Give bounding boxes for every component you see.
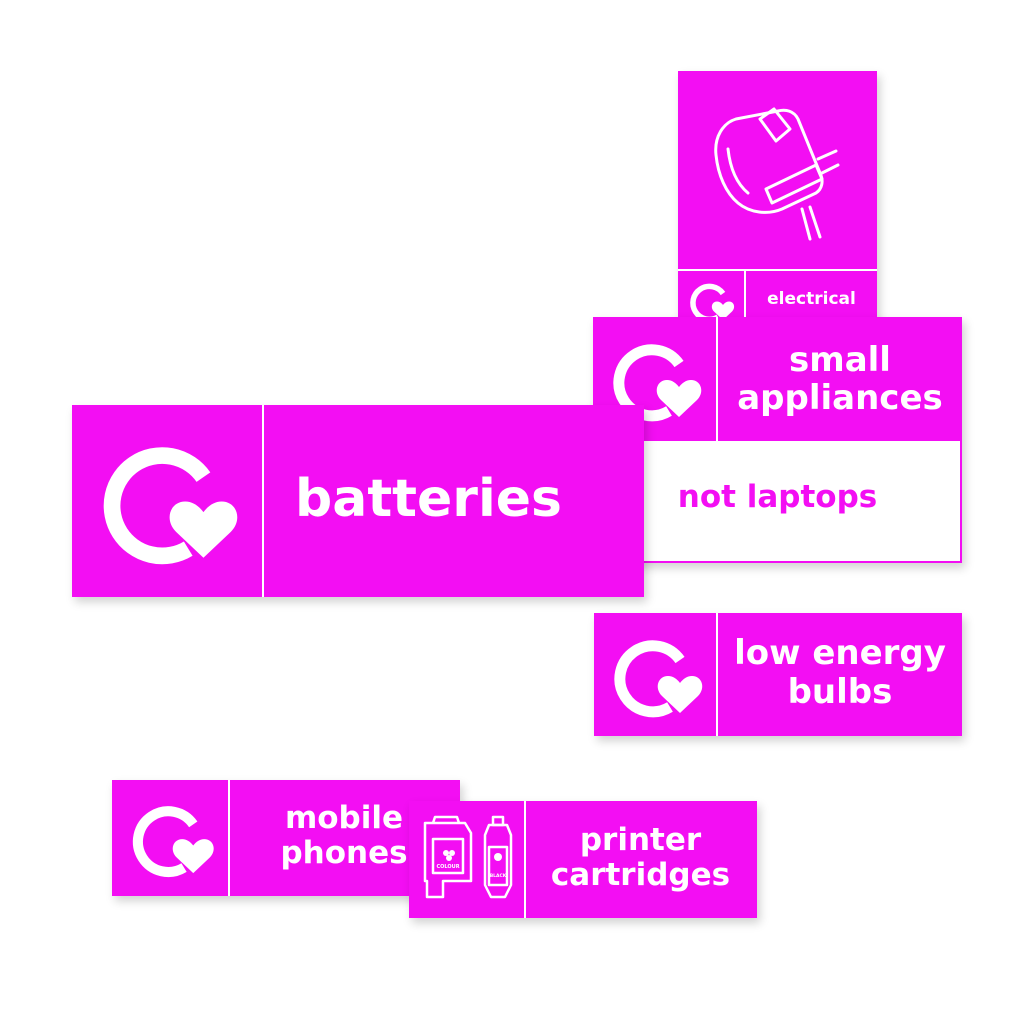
sign-label: low energy bulbs [734, 633, 946, 712]
printer-cartridge-icon: COLOUR BLACK [423, 815, 513, 899]
recycle-loop-heart-icon [94, 427, 246, 579]
cartridge-black-tag: BLACK [490, 873, 507, 879]
low-energy-bulbs-sign: low energy bulbs [594, 613, 962, 736]
phones-recycle-panel [112, 780, 228, 896]
mobile-phones-sign: mobile phones [112, 780, 460, 896]
batteries-text-panel: batteries [262, 405, 593, 597]
bulbs-recycle-panel [594, 613, 716, 736]
batteries-sign: batteries [72, 405, 644, 597]
cartridges-text-panel: printer cartridges [524, 801, 757, 918]
cartridge-colour-tag: COLOUR [436, 864, 459, 870]
small-appliances-header: small appliances [593, 317, 962, 441]
batteries-recycle-panel [72, 405, 262, 597]
sign-label: mobile phones [280, 800, 408, 871]
bulbs-text-panel: low energy bulbs [716, 613, 962, 736]
electrical-sign: electrical [678, 71, 877, 328]
sign-label: printer cartridges [550, 821, 731, 893]
phones-text-panel: mobile phones [228, 780, 460, 896]
sign-label: electrical [767, 289, 856, 310]
small-appliances-text-panel: small appliances [716, 317, 962, 441]
electrical-label-row: electrical [678, 269, 877, 328]
recycle-loop-heart-icon [608, 627, 708, 727]
plug-icon-panel [678, 71, 877, 269]
sign-note: not laptops [677, 478, 878, 515]
recycle-loop-heart-icon [127, 794, 219, 886]
sign-label: small appliances [737, 339, 943, 418]
electrical-text-panel: electrical [744, 271, 877, 328]
cartridge-icon-panel: COLOUR BLACK [409, 801, 524, 918]
printer-cartridges-sign: COLOUR BLACK printer cartridges [409, 801, 757, 918]
sign-label: batteries [295, 468, 562, 529]
small-appliances-sign: small appliances not laptops [593, 317, 962, 563]
electrical-plug-icon [714, 107, 840, 241]
